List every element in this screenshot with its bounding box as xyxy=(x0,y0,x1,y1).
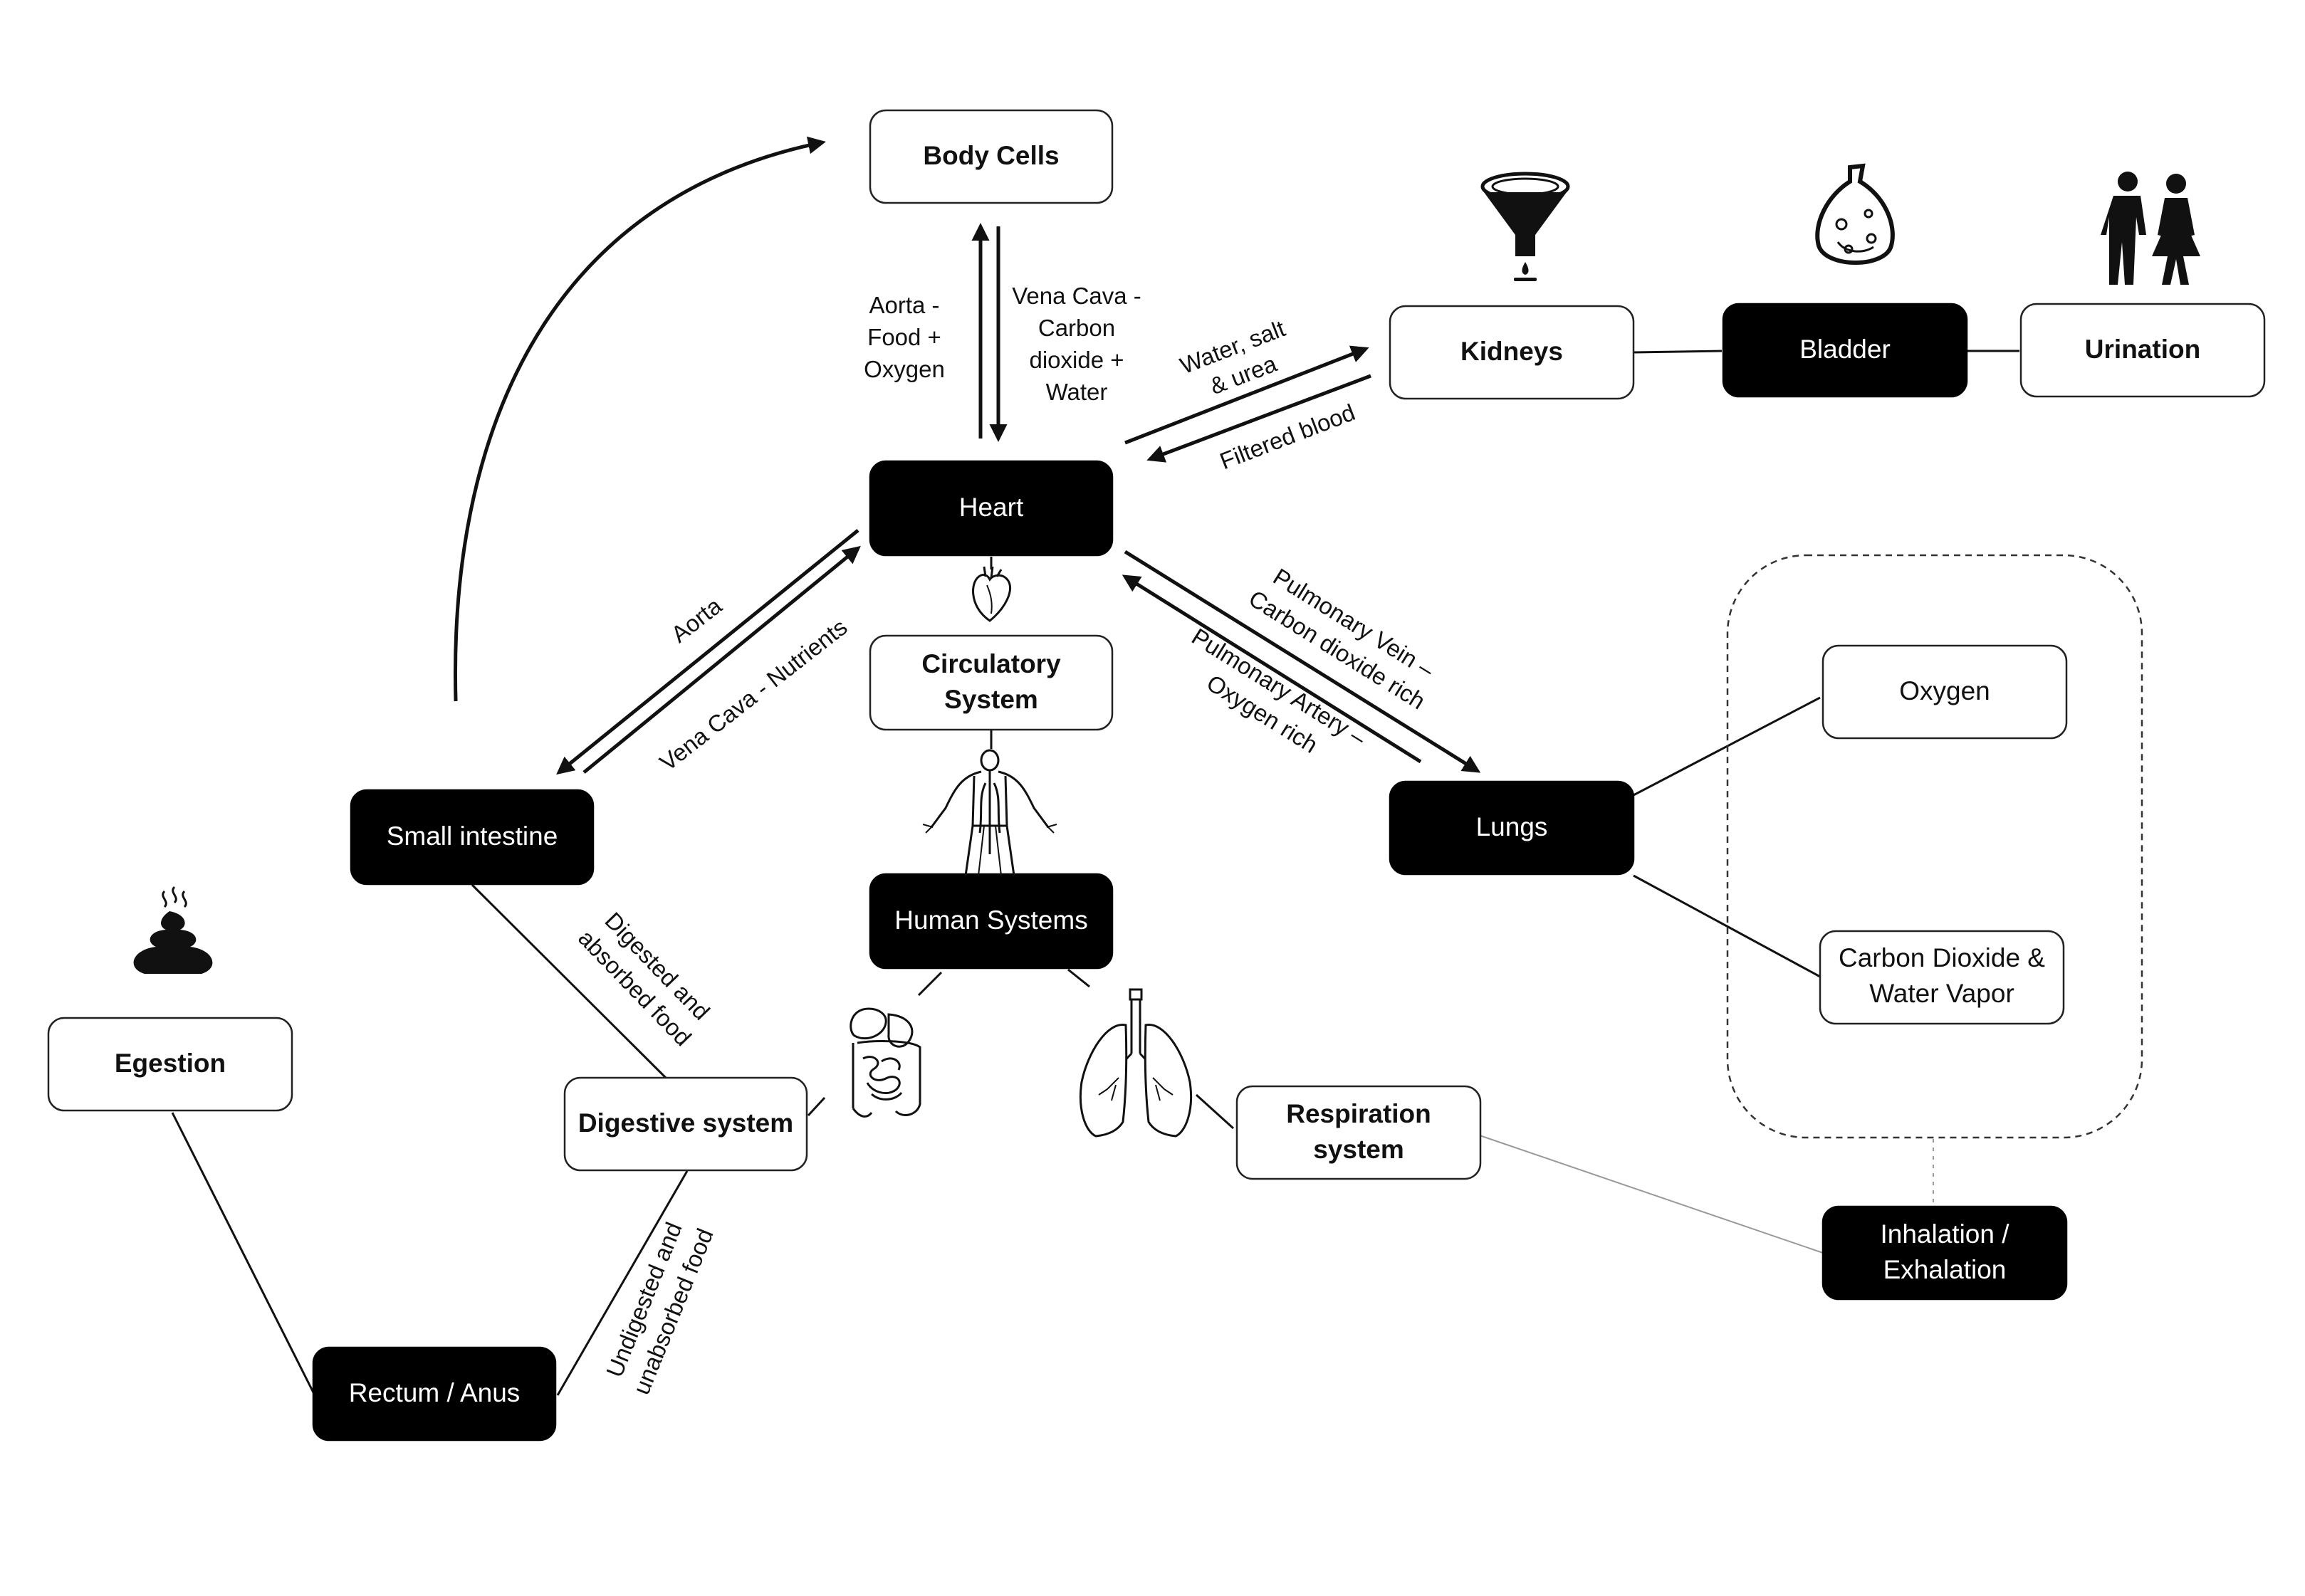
node-small-intestine[interactable]: Small intestine xyxy=(350,789,595,886)
digestive-rectum-line xyxy=(556,1170,689,1396)
node-digestive-label: Digestive system xyxy=(578,1108,793,1138)
edge-label-digested: Digested and absorbed food xyxy=(573,907,715,1051)
lungs-respiration-line xyxy=(1195,1093,1235,1130)
node-rectum-label: Rectum / Anus xyxy=(349,1378,521,1407)
heart-lungs-arrow xyxy=(1124,550,1481,773)
edge-vena-co2-1: Vena Cava - xyxy=(1012,283,1141,309)
lungs-co2-line xyxy=(1633,874,1821,978)
circulatory-body-icon xyxy=(922,749,1057,876)
node-egestion[interactable]: Egestion xyxy=(47,1017,293,1112)
node-bladder[interactable]: Bladder xyxy=(1722,303,1968,398)
connector-lines xyxy=(171,350,2019,1396)
human-respiration-line xyxy=(1067,968,1090,988)
small-intestine-body-cells-arrow xyxy=(453,136,826,702)
node-inhalation-label-1: Inhalation / xyxy=(1880,1219,2009,1249)
node-co2-label-1: Carbon Dioxide & xyxy=(1839,943,2045,972)
node-carbon-dioxide[interactable]: Carbon Dioxide & Water Vapor xyxy=(1819,930,2065,1025)
node-heart-label: Heart xyxy=(959,493,1024,522)
node-heart[interactable]: Heart xyxy=(869,460,1114,557)
node-respiration-label-2: system xyxy=(1313,1135,1404,1164)
node-human-systems-label: Human Systems xyxy=(894,905,1087,935)
filter-funnel-icon xyxy=(1480,172,1570,281)
node-urination-label: Urination xyxy=(2085,335,2200,364)
bladder-icon xyxy=(1815,163,1895,265)
node-bladder-label: Bladder xyxy=(1799,335,1891,364)
node-digestive-system[interactable]: Digestive system xyxy=(563,1076,808,1172)
node-lungs[interactable]: Lungs xyxy=(1389,780,1635,876)
node-rectum-anus[interactable]: Rectum / Anus xyxy=(312,1346,557,1442)
node-human-systems[interactable]: Human Systems xyxy=(869,873,1114,970)
node-body-cells[interactable]: Body Cells xyxy=(869,109,1114,204)
node-urination[interactable]: Urination xyxy=(2019,303,2266,398)
lungs-icon xyxy=(1079,988,1193,1138)
node-kidneys[interactable]: Kidneys xyxy=(1389,305,1635,400)
edge-vena-co2-3: dioxide + xyxy=(1029,347,1124,373)
node-inhalation-label-2: Exhalation xyxy=(1883,1255,2007,1284)
node-circulatory-label-1: Circulatory xyxy=(921,649,1061,678)
node-lungs-label: Lungs xyxy=(1476,812,1548,841)
node-co2-label-2: Water Vapor xyxy=(1869,979,2014,1008)
edge-vena-co2-4: Water xyxy=(1046,379,1108,405)
edge-aorta-food-2: Food + xyxy=(867,324,941,350)
edge-vena-co2-2: Carbon xyxy=(1038,315,1115,341)
edge-filtered-blood: Filtered blood xyxy=(1216,399,1359,474)
node-respiration-system[interactable]: Respiration system xyxy=(1235,1085,1482,1180)
heart-small-intestine-arrow xyxy=(556,529,859,775)
node-body-cells-label: Body Cells xyxy=(923,141,1059,170)
digestive-organs-icon xyxy=(850,1007,921,1118)
edge-label-vena-cava-co2: Vena Cava - Carbon dioxide + Water xyxy=(1012,283,1141,405)
human-digestive-line xyxy=(917,971,943,997)
heart-kidneys-arrow xyxy=(1124,345,1369,445)
node-small-intestine-label: Small intestine xyxy=(387,821,558,851)
edge-aorta: Aorta xyxy=(666,592,726,648)
edge-aorta-food-1: Aorta - xyxy=(869,292,939,318)
node-circulatory-label-2: System xyxy=(944,685,1038,714)
node-egestion-label: Egestion xyxy=(115,1049,226,1078)
egestion-rectum-line xyxy=(171,1112,316,1396)
edge-label-undigested: Undigested and unabsorbed food xyxy=(601,1219,718,1398)
arrows xyxy=(453,136,1481,775)
node-oxygen[interactable]: Oxygen xyxy=(1821,644,2068,740)
digestive-organs-line xyxy=(807,1096,826,1117)
poop-icon xyxy=(133,886,213,974)
people-urgency-icon xyxy=(2101,172,2200,285)
kidneys-heart-arrow xyxy=(1146,374,1371,463)
lungs-heart-arrow xyxy=(1122,574,1422,764)
node-respiration-label-1: Respiration xyxy=(1286,1099,1431,1128)
node-circulatory-system[interactable]: Circulatory System xyxy=(869,634,1114,731)
edge-label-aorta-food-oxygen: Aorta - Food + Oxygen xyxy=(864,292,945,382)
edge-aorta-food-3: Oxygen xyxy=(864,356,945,382)
node-oxygen-label: Oxygen xyxy=(1899,676,1990,705)
kidneys-bladder-line xyxy=(1633,350,1723,354)
respiration-inhalation-line xyxy=(1479,1135,1824,1254)
edge-label-water-salt-urea: Water, salt & urea xyxy=(1176,315,1289,399)
gas-exchange-group xyxy=(1726,554,2143,1139)
small-intestine-digestive-line xyxy=(471,883,667,1079)
small-intestine-heart-arrow xyxy=(582,545,861,774)
heart-icon xyxy=(972,566,1011,622)
node-kidneys-label: Kidneys xyxy=(1460,337,1563,366)
node-inhalation-exhalation[interactable]: Inhalation / Exhalation xyxy=(1821,1205,2068,1301)
